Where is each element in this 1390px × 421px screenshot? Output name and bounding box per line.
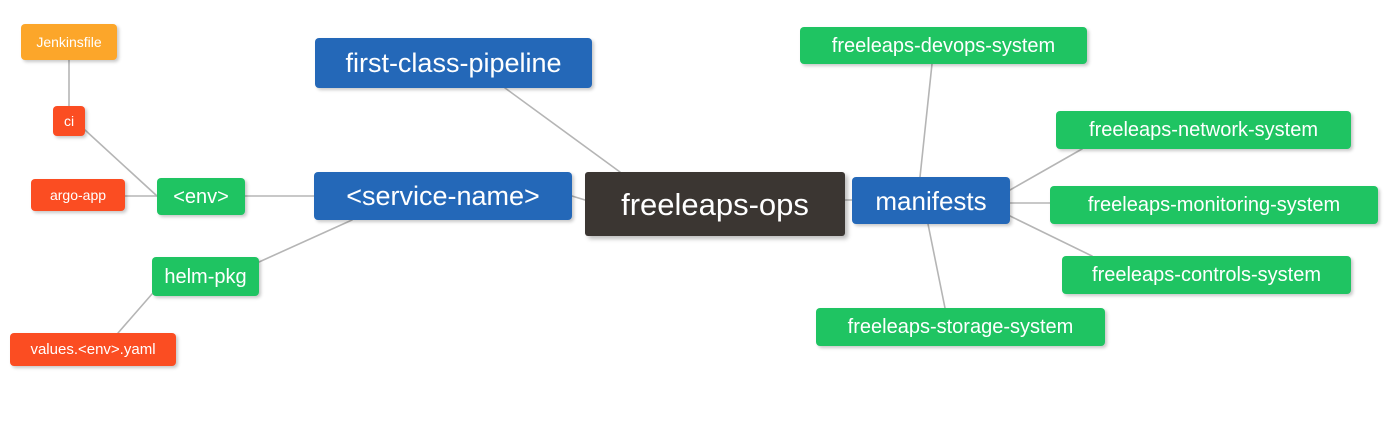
- node-freeleaps-monitoring-system[interactable]: freeleaps-monitoring-system: [1050, 186, 1378, 224]
- node-label: manifests: [875, 185, 987, 216]
- node-service-name[interactable]: <service-name>: [314, 172, 572, 220]
- node-label: freeleaps-storage-system: [847, 316, 1074, 338]
- node-freeleaps-controls-system[interactable]: freeleaps-controls-system: [1062, 256, 1351, 294]
- node-label: helm-pkg: [164, 265, 247, 288]
- node-freeleaps-ops[interactable]: freeleaps-ops: [585, 172, 845, 236]
- node-manifests[interactable]: manifests: [852, 177, 1010, 224]
- edge-manifests-to-freeleaps-storage-system: [927, 223, 946, 309]
- node-values-yaml[interactable]: values.<env>.yaml: [10, 333, 176, 366]
- node-label: Jenkinsfile: [36, 34, 102, 50]
- node-label: freeleaps-monitoring-system: [1087, 194, 1341, 216]
- node-label: freeleaps-ops: [621, 186, 809, 222]
- node-argo-app[interactable]: argo-app: [31, 179, 125, 211]
- edge-service-name-to-freeleaps-ops: [571, 195, 586, 201]
- node-label: freeleaps-network-system: [1089, 119, 1318, 141]
- node-label: freeleaps-controls-system: [1092, 264, 1321, 286]
- edge-manifests-to-freeleaps-devops-system: [919, 63, 933, 178]
- node-env[interactable]: <env>: [157, 178, 245, 215]
- node-freeleaps-network-system[interactable]: freeleaps-network-system: [1056, 111, 1351, 149]
- edge-manifests-to-freeleaps-network-system: [1009, 148, 1083, 191]
- node-label: argo-app: [49, 187, 107, 203]
- node-label: freeleaps-devops-system: [831, 34, 1056, 57]
- node-freeleaps-devops-system[interactable]: freeleaps-devops-system: [800, 27, 1087, 64]
- edge-first-class-pipeline-to-freeleaps-ops: [504, 87, 621, 173]
- node-ci[interactable]: ci: [53, 106, 85, 136]
- node-label: ci: [63, 113, 75, 129]
- node-label: first-class-pipeline: [345, 47, 562, 78]
- node-jenkinsfile[interactable]: Jenkinsfile: [21, 24, 117, 60]
- node-label: <env>: [173, 185, 229, 208]
- node-helm-pkg[interactable]: helm-pkg: [152, 257, 259, 296]
- node-first-class-pipeline[interactable]: first-class-pipeline: [315, 38, 592, 88]
- node-label: values.<env>.yaml: [30, 341, 156, 358]
- node-freeleaps-storage-system[interactable]: freeleaps-storage-system: [816, 308, 1105, 346]
- edge-helm-pkg-to-service-name: [258, 219, 353, 263]
- node-label: <service-name>: [346, 180, 540, 211]
- edge-values-yaml-to-helm-pkg: [117, 293, 153, 334]
